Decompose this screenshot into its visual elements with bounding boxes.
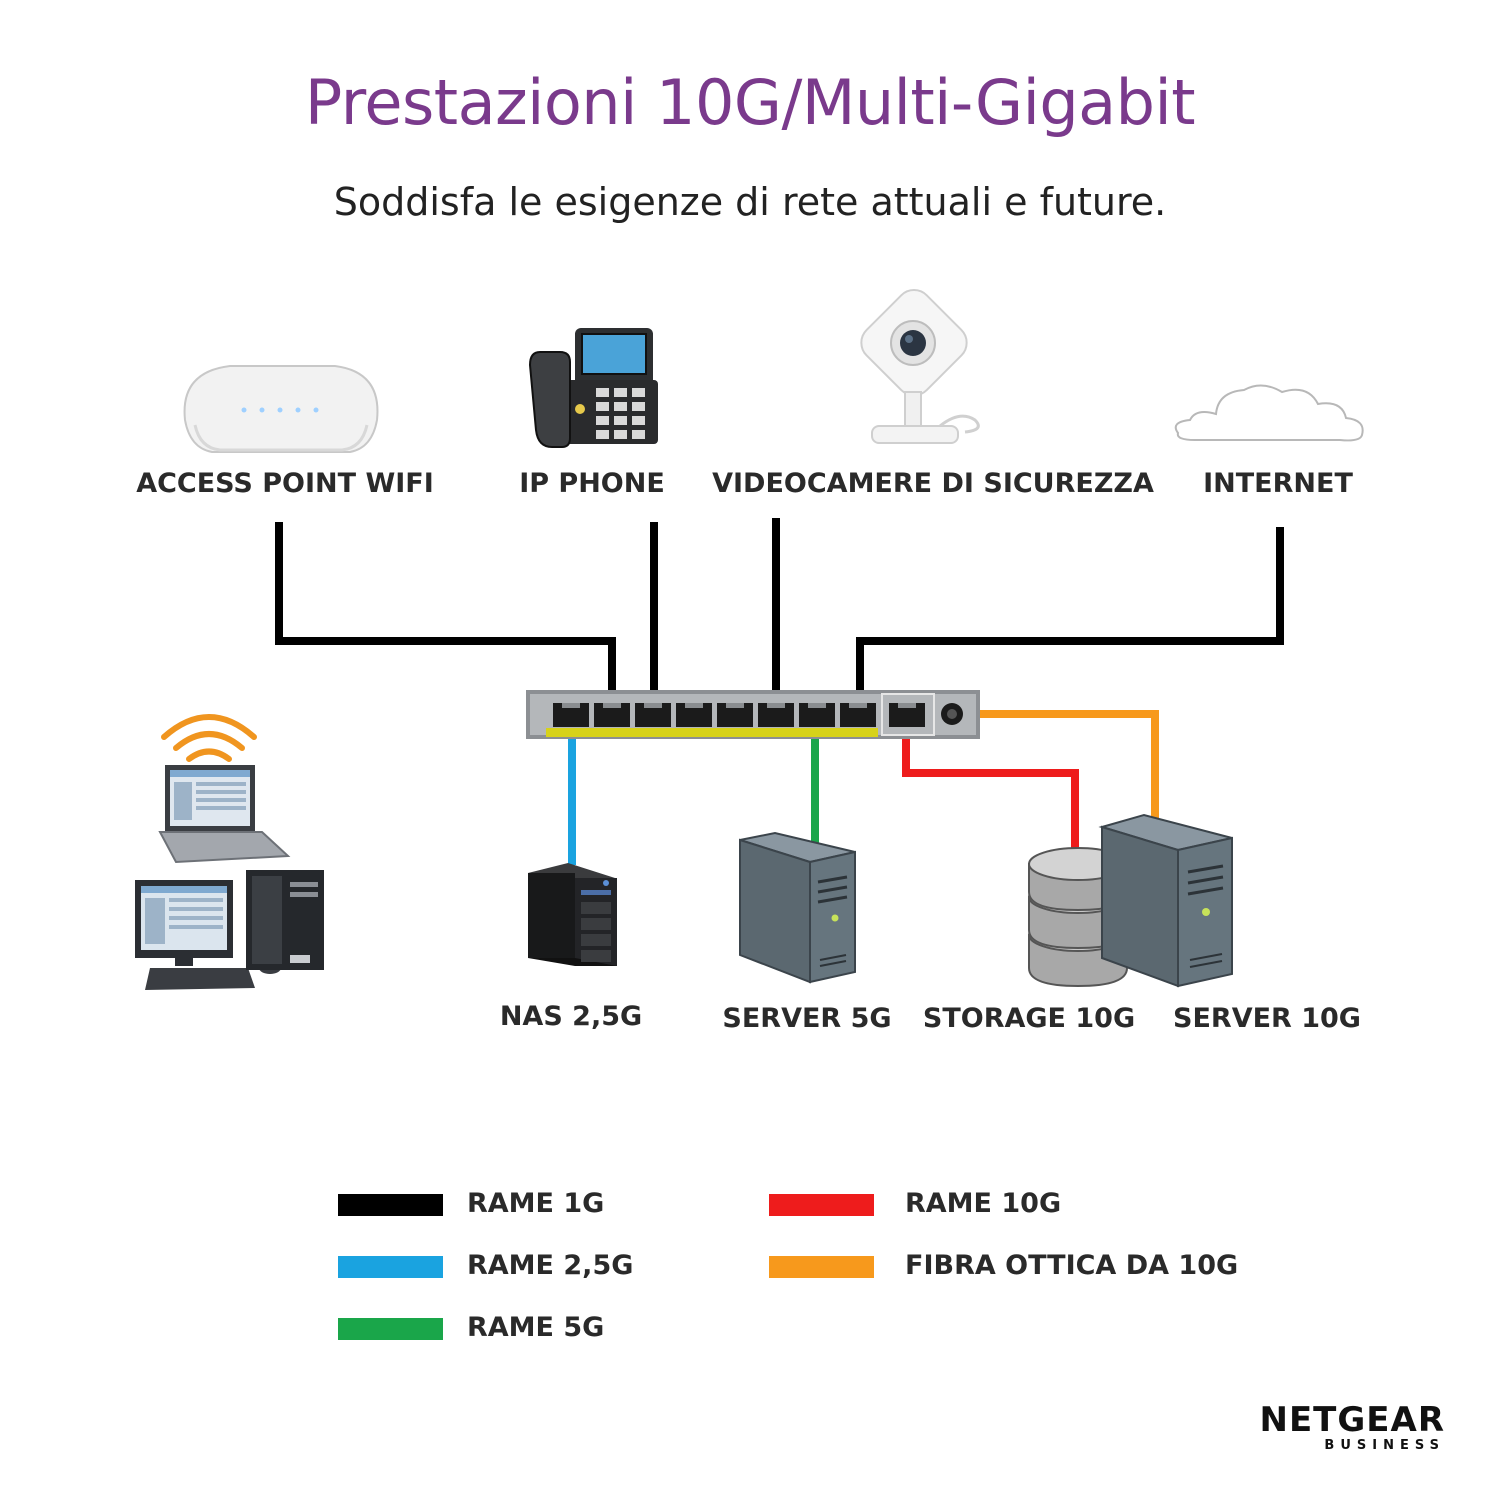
legend-label-fibra-10g: FIBRA OTTICA DA 10G: [905, 1250, 1239, 1281]
label-server-5g: SERVER 5G: [722, 1003, 892, 1034]
cloud-icon: [1174, 384, 1364, 442]
nas-icon: [528, 863, 617, 966]
legend-label-rame-10g: RAME 10G: [905, 1188, 1062, 1219]
switch-icon: [526, 690, 980, 739]
server-icon: [739, 831, 856, 984]
desktop-computer-icon: [135, 870, 324, 990]
logo-brand: NETGEAR: [1259, 1400, 1445, 1440]
page-title: Prestazioni 10G/Multi-Gigabit: [304, 66, 1196, 139]
ip-phone-icon: [528, 328, 658, 448]
logo-sub: BUSINESS: [1324, 1438, 1445, 1453]
line-access-point: [275, 522, 616, 705]
legend-swatch-rame-10g: [769, 1194, 874, 1216]
label-ip-phone: IP PHONE: [519, 468, 665, 499]
page-subtitle: Soddisfa le esigenze di rete attuali e f…: [333, 180, 1167, 224]
laptop-icon: [158, 765, 291, 864]
connection-lines: [275, 518, 1284, 865]
server-10g-icon: [1098, 813, 1233, 988]
legend-swatch-rame-5g: [338, 1318, 443, 1340]
security-camera-icon: [860, 289, 980, 444]
label-internet: INTERNET: [1203, 468, 1353, 499]
legend-label-rame-1g: RAME 1G: [467, 1188, 605, 1219]
legend-label-rame-5g: RAME 5G: [467, 1312, 605, 1343]
label-nas: NAS 2,5G: [499, 1001, 643, 1032]
legend-swatch-fibra-10g: [769, 1256, 874, 1278]
line-server-10g: [955, 710, 1159, 820]
label-access-point: ACCESS POINT WIFI: [136, 468, 434, 499]
label-security-cameras: VIDEOCAMERE DI SICUREZZA: [712, 468, 1154, 499]
access-point-icon: [183, 365, 379, 453]
netgear-logo: NETGEAR BUSINESS: [1260, 1400, 1446, 1453]
line-storage-10g: [902, 718, 1079, 852]
label-storage-10g: STORAGE 10G: [922, 1003, 1136, 1034]
legend-swatch-rame-1g: [338, 1194, 443, 1216]
label-server-10g: SERVER 10G: [1173, 1003, 1361, 1034]
wifi-icon: [161, 714, 257, 762]
legend-swatch-rame-2-5g: [338, 1256, 443, 1278]
line-internet: [856, 527, 1284, 705]
legend-label-rame-2-5g: RAME 2,5G: [467, 1250, 634, 1281]
